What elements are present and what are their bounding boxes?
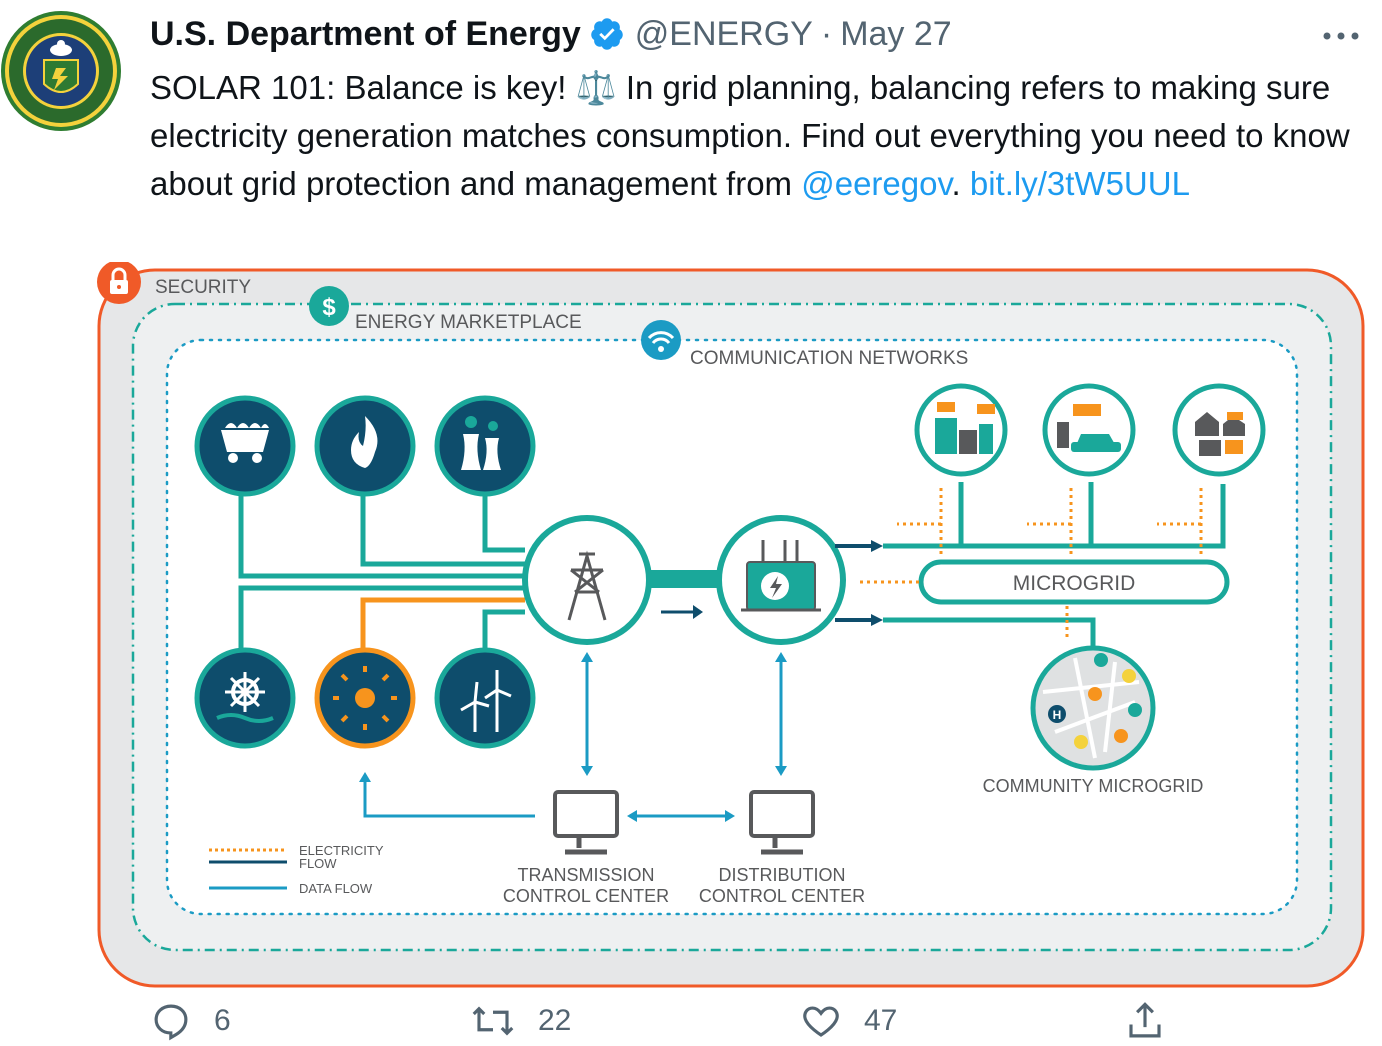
author-name[interactable]: U.S. Department of Energy [150,14,581,53]
tweet-date[interactable]: May 27 [840,14,952,53]
reply-icon [154,1004,188,1041]
energy-marketplace-label: ENERGY MARKETPLACE [355,312,582,333]
ev-charging-icon [1042,383,1136,477]
houses-solar-icon [1172,383,1266,477]
coal-cart-icon [194,395,296,497]
svg-text:H: H [1053,708,1062,722]
avatar[interactable] [0,10,122,132]
dollar-icon: $ [309,286,349,326]
retweet-button[interactable]: 22 [470,996,571,1046]
grid-infographic[interactable]: SECURITY $ ENERGY MARKETPLACE COMMUNICAT… [95,260,1367,988]
data-flow-arrowheads [359,652,787,822]
security-label: SECURITY [155,277,251,298]
heart-icon [803,1006,839,1037]
more-options-button[interactable] [1318,14,1364,54]
tweet-text-part: In grid planning, balancing refers to ma… [150,69,1350,202]
distribution-label-line1: DISTRIBUTION [718,865,845,885]
legend: ELECTRICITY FLOW DATA FLOW [209,843,384,896]
balance-scale-emoji: ⚖️ [575,69,617,106]
tower-substation-link [651,570,721,588]
substation-icon [716,515,846,645]
retweet-icon [472,1006,514,1036]
like-button[interactable]: 47 [800,996,897,1046]
legend-electricity-line2: FLOW [299,856,337,871]
microgrid-box [918,559,1230,605]
tweet-text-part: SOLAR 101: Balance is key! [150,69,576,106]
url-link[interactable]: bit.ly/3tW5UUL [969,165,1190,202]
sun-icon [314,647,416,749]
legend-electricity-line1: ELECTRICITY [299,843,384,858]
transmission-tower-icon [522,515,652,645]
more-dots-icon [1323,32,1359,40]
flame-icon [314,395,416,497]
transmission-label-line2: CONTROL CENTER [503,886,669,906]
share-button[interactable] [1124,996,1166,1046]
mention-link[interactable]: @eeregov [801,165,952,202]
feeder-lines [835,482,1226,650]
reply-button[interactable]: 6 [150,996,231,1046]
retweet-count: 22 [538,1004,572,1037]
author-handle[interactable]: @ENERGY [634,14,813,53]
generation-lines [238,494,525,658]
solar-line [360,597,525,652]
distribution-label-line2: CONTROL CENTER [699,886,865,906]
computer-icon [749,790,815,855]
power-plant-icon [434,395,536,497]
doe-seal-icon [1,11,121,131]
buildings-solar-icon [914,383,1008,477]
map-pins-icon: H [1030,645,1156,771]
transmission-label-line1: TRANSMISSION [517,865,654,885]
community-microgrid-label: COMMUNITY MICROGRID [983,776,1204,796]
tweet-text-part: . [951,165,970,202]
microgrid-label: MICROGRID [1013,572,1136,595]
computer-icon [553,790,619,855]
electricity-flow-arrows [859,488,1203,640]
wind-turbine-icon [434,647,536,749]
wifi-icon [641,320,681,360]
svg-text:$: $ [322,294,336,321]
tweet-header: U.S. Department of Energy @ENERGY · May … [150,12,952,56]
lock-icon [97,260,141,304]
data-flow-arrows [363,658,783,818]
network-frame [165,338,1299,916]
share-icon [1129,1002,1161,1038]
like-count: 47 [864,1004,898,1037]
tweet-actions: 6 22 47 [140,996,1240,1046]
reply-count: 6 [214,1004,231,1037]
grid-diagram: SECURITY $ ENERGY MARKETPLACE COMMUNICAT… [97,260,1365,988]
verified-badge-icon [590,18,623,50]
legend-data-flow: DATA FLOW [299,881,373,896]
hydro-icon [194,647,296,749]
header-separator: · [820,14,833,53]
communication-networks-label: COMMUNICATION NETWORKS [690,348,968,369]
tweet-text: SOLAR 101: Balance is key! ⚖️ In grid pl… [150,64,1370,208]
